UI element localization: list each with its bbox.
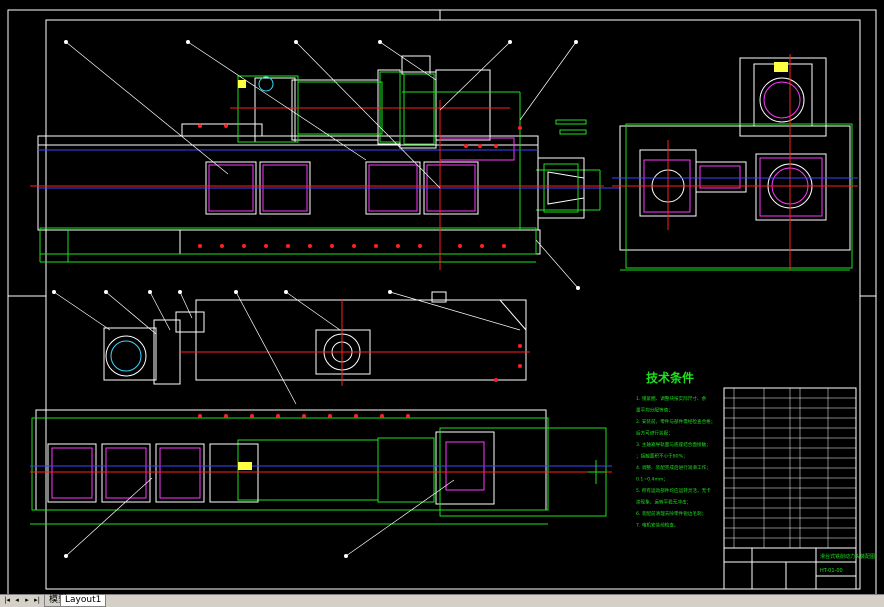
tech-note-line: 4. 调整、装配完成后进行润滑工作； <box>636 464 711 471</box>
main-front-view <box>30 40 620 290</box>
tech-note-line: 滞现象，运转平稳无冲击； <box>636 499 691 506</box>
last-icon[interactable]: ▸| <box>34 596 40 604</box>
technical-notes: 技术条件 1. 锁紧圈、调整块按实际尺寸、余 量平均分配等值； 2. 安装前，零件… <box>636 370 715 529</box>
side-view <box>612 54 858 271</box>
tab-layout1[interactable]: Layout1 <box>60 595 107 607</box>
tech-note-line: 6. 装配前清理去除零件锐边毛刺； <box>636 510 706 517</box>
tech-note-line: 量平均分配等值； <box>636 407 673 414</box>
next-icon[interactable]: ▸ <box>25 596 29 604</box>
tech-title: 技术条件 <box>646 370 694 385</box>
sheet-border <box>7 9 877 594</box>
tech-note-line: 5. 所有运动部件均应运转灵活，无卡 <box>636 487 711 494</box>
prev-icon[interactable]: ◂ <box>15 596 19 604</box>
layout-tab-bar: |◂ ◂ ▸ ▸| 模型 Layout1 <box>0 594 884 607</box>
drawing-name: 滑台式铣削动力头装配图 <box>820 553 875 560</box>
plan-view <box>30 290 612 558</box>
drawing-svg: 滑台式铣削动力头装配图 HT-01-00 技术条件 1. 锁紧圈、调整块按实际尺… <box>7 9 877 594</box>
tech-note-line: 3. 主轴箱导轨面与底座结合面接触； <box>636 441 711 448</box>
parts-list: 滑台式铣削动力头装配图 HT-01-00 <box>723 387 875 590</box>
drawing-code: HT-01-00 <box>820 568 843 574</box>
first-icon[interactable]: |◂ <box>4 596 10 604</box>
tech-note-line: 后方可进行装配； <box>636 430 673 437</box>
tech-note-line: 0.1~0.4mm； <box>636 477 668 483</box>
tech-note-line: 1. 锁紧圈、调整块按实际尺寸、余 <box>636 395 707 402</box>
tech-note-line: 7. 电机安装前检查。 <box>636 522 679 529</box>
cad-drawing-canvas[interactable]: 滑台式铣削动力头装配图 HT-01-00 技术条件 1. 锁紧圈、调整块按实际尺… <box>0 0 884 594</box>
tech-note-line: 2. 安装前，零件与部件需经检查合格； <box>636 418 715 425</box>
tech-note-line: ；接触面积不小于80%； <box>636 453 688 460</box>
